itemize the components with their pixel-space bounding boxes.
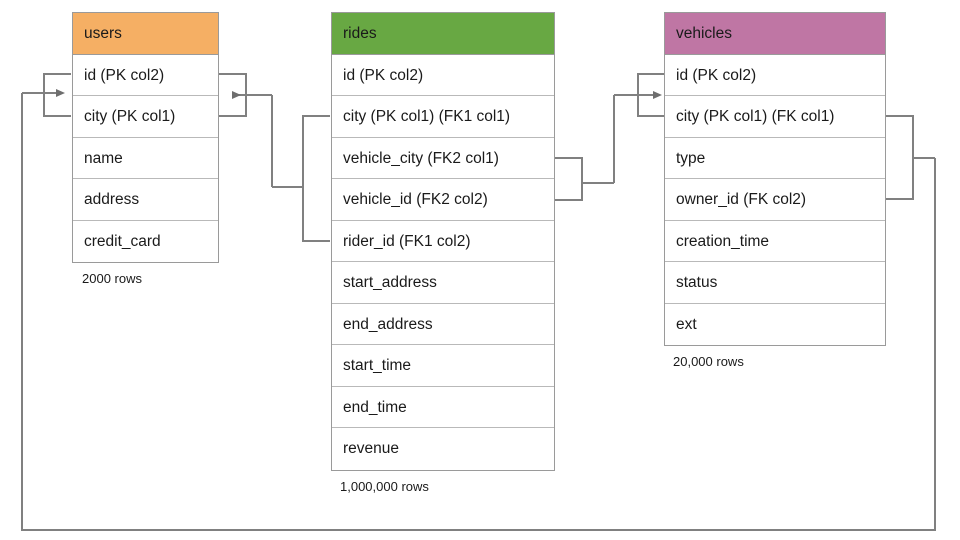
attr-vehicles-creation-time[interactable]: creation_time	[665, 220, 885, 262]
connector-users-right-bracket	[219, 73, 247, 117]
attr-users-credit-card[interactable]: credit_card	[73, 220, 218, 262]
attr-rides-city[interactable]: city (PK col1) (FK1 col1)	[332, 96, 554, 138]
entity-header-vehicles: vehicles	[665, 13, 885, 55]
attr-rides-end-address[interactable]: end_address	[332, 303, 554, 345]
attr-rides-rider-id[interactable]: rider_id (FK1 col2)	[332, 220, 554, 262]
connector-users-left-bracket	[43, 73, 71, 117]
rowcount-vehicles: 20,000 rows	[673, 354, 744, 369]
attr-vehicles-owner-id[interactable]: owner_id (FK col2)	[665, 179, 885, 221]
entity-header-rides: rides	[332, 13, 554, 55]
connector-rides-fk1-path	[232, 91, 273, 187]
connector-rides-fk2-path	[613, 91, 662, 183]
connector-vehicles-left-bracket	[637, 73, 665, 117]
connector-rides-fk2-bracket	[555, 157, 614, 201]
entity-table-rides[interactable]: rides id (PK col2) city (PK col1) (FK1 c…	[331, 12, 555, 471]
attr-rides-id[interactable]: id (PK col2)	[332, 54, 554, 96]
rowcount-rides: 1,000,000 rows	[340, 479, 429, 494]
attr-users-city[interactable]: city (PK col1)	[73, 96, 218, 138]
attr-vehicles-type[interactable]: type	[665, 137, 885, 179]
attr-vehicles-ext[interactable]: ext	[665, 303, 885, 345]
attr-rides-vehicle-id[interactable]: vehicle_id (FK2 col2)	[332, 179, 554, 221]
attr-users-address[interactable]: address	[73, 179, 218, 221]
attr-rides-vehicle-city[interactable]: vehicle_city (FK2 col1)	[332, 137, 554, 179]
attr-vehicles-city[interactable]: city (PK col1) (FK col1)	[665, 96, 885, 138]
attr-users-name[interactable]: name	[73, 137, 218, 179]
attr-users-id[interactable]: id (PK col2)	[73, 54, 218, 96]
attr-vehicles-id[interactable]: id (PK col2)	[665, 54, 885, 96]
attr-rides-end-time[interactable]: end_time	[332, 386, 554, 428]
entity-table-vehicles[interactable]: vehicles id (PK col2) city (PK col1) (FK…	[664, 12, 886, 346]
connector-rides-fk1-bracket	[272, 115, 330, 242]
attr-rides-revenue[interactable]: revenue	[332, 428, 554, 470]
attr-vehicles-status[interactable]: status	[665, 262, 885, 304]
entity-header-users: users	[73, 13, 218, 55]
attr-rides-start-address[interactable]: start_address	[332, 262, 554, 304]
entity-table-users[interactable]: users id (PK col2) city (PK col1) name a…	[72, 12, 219, 263]
attr-rides-start-time[interactable]: start_time	[332, 345, 554, 387]
connector-vehicles-fk-bracket	[886, 115, 935, 200]
rowcount-users: 2000 rows	[82, 271, 142, 286]
